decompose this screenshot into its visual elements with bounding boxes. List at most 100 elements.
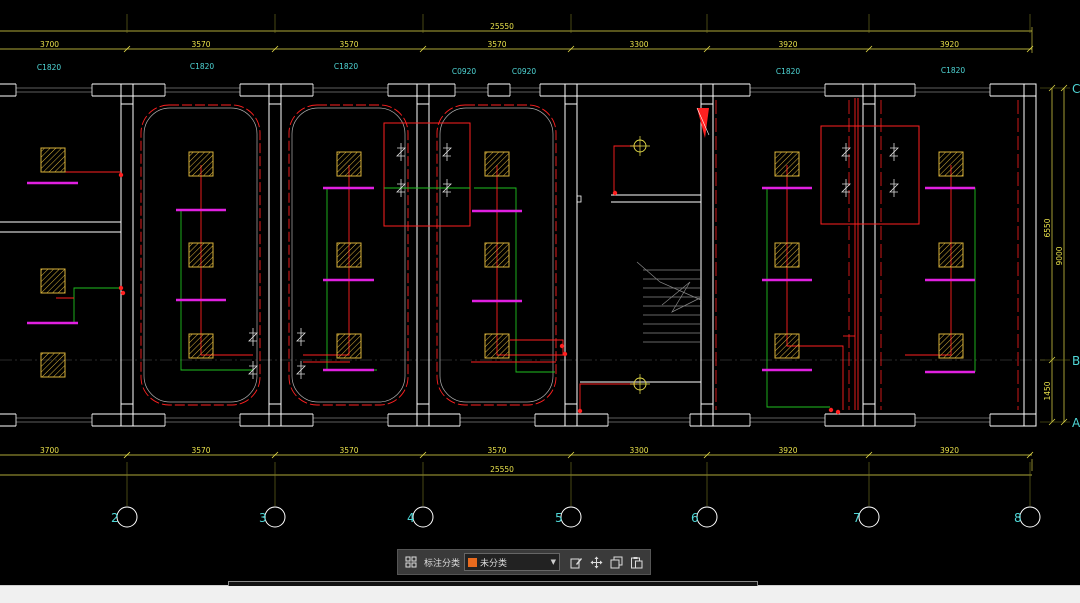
window-opening <box>915 413 990 427</box>
right-dimension-label: 1450 <box>1043 381 1052 400</box>
valve-symbol <box>296 332 306 342</box>
structural-column <box>268 403 282 427</box>
drain-pipe <box>496 165 564 356</box>
category-select[interactable]: 未分类 ▼ <box>464 553 561 571</box>
bay-dimension-label: 3300 <box>629 446 648 455</box>
bay-dimension-label: 3920 <box>778 446 797 455</box>
structural-column <box>416 83 430 105</box>
window-opening <box>750 83 825 97</box>
axis-bubble <box>560 506 582 528</box>
bay-dimension-label: 3920 <box>940 40 959 49</box>
outer-wall-right <box>1023 83 1037 427</box>
axis-bubble-label: 2 <box>111 511 119 525</box>
dim-tick <box>1060 84 1068 92</box>
pipe-endpoint <box>118 172 124 178</box>
annotation-toolbar: 标注分类 未分类 ▼ <box>397 549 651 575</box>
fixture-hatched <box>188 151 214 177</box>
bottom-status-strip <box>0 581 1080 603</box>
axis-bubble <box>696 506 718 528</box>
window-opening <box>165 413 240 427</box>
structural-column <box>416 403 430 427</box>
drain-pipe <box>579 383 637 410</box>
fixture-hatched <box>774 333 800 359</box>
layout-tab-edge <box>228 581 758 586</box>
room-inner-outline <box>439 107 554 403</box>
dim-tick <box>1026 451 1034 459</box>
bay-dimension-label: 3300 <box>629 40 648 49</box>
structural-column <box>862 403 876 427</box>
chevron-down-icon: ▼ <box>550 558 557 566</box>
structural-column <box>862 83 876 105</box>
paste-icon[interactable] <box>626 552 646 572</box>
category-select-value: 未分类 <box>480 558 508 569</box>
axis-bubble <box>412 506 434 528</box>
edit-icon[interactable] <box>566 552 586 572</box>
axis-bubble-label: 4 <box>407 511 415 525</box>
valve-symbol <box>889 183 899 193</box>
window-opening <box>915 83 990 97</box>
dim-tick <box>1060 418 1068 426</box>
axis-bubble-label: 8 <box>1014 511 1022 525</box>
valve-symbol <box>442 183 452 193</box>
valve-symbol <box>296 365 306 375</box>
red-marker-line <box>696 107 710 136</box>
fixture-hatched <box>484 242 510 268</box>
row-axis-label: B <box>1072 354 1080 368</box>
dimension-lines <box>0 14 1070 506</box>
bay-dimension-label: 3920 <box>778 40 797 49</box>
axis-bubble <box>116 506 138 528</box>
window-tag: C0920 <box>512 67 537 76</box>
bay-dimension-label: 3570 <box>487 40 506 49</box>
bay-dimension-label: 3570 <box>191 40 210 49</box>
window-opening <box>313 83 388 97</box>
structural-column <box>700 83 714 105</box>
grid-icon[interactable] <box>401 552 421 572</box>
fixture-hatched <box>336 242 362 268</box>
stair-break <box>661 281 701 313</box>
window-tag: C1820 <box>37 63 62 72</box>
window-tag: C0920 <box>452 67 477 76</box>
valve-symbol <box>442 147 452 157</box>
window-tag: C1820 <box>941 66 966 75</box>
move-icon[interactable] <box>586 552 606 572</box>
bay-dimension-label: 3570 <box>339 446 358 455</box>
room-boundary <box>436 104 557 406</box>
bay-dimension-label: 3570 <box>191 446 210 455</box>
room-boundary <box>140 104 261 406</box>
bay-dimension-label: 3920 <box>940 446 959 455</box>
valve-symbol <box>841 183 851 193</box>
fixture-hatched <box>774 151 800 177</box>
structural-column <box>700 403 714 427</box>
dim-tick <box>419 45 427 53</box>
red-marker <box>697 108 709 138</box>
valve-symbol <box>889 147 899 157</box>
drain-pipe <box>613 145 640 193</box>
bay-dimension-label: 3700 <box>40 40 59 49</box>
dim-tick <box>703 45 711 53</box>
pipe-endpoint <box>612 190 618 196</box>
pipe-endpoint <box>577 408 583 414</box>
window-opening <box>608 413 690 427</box>
dim-tick <box>123 451 131 459</box>
structural-column <box>120 83 134 105</box>
drain-pipe <box>786 165 844 410</box>
rooms <box>140 100 1019 410</box>
window-opening <box>313 413 388 427</box>
right-dimension-label: 9000 <box>1055 246 1064 265</box>
right-dimension-label: 6550 <box>1043 218 1052 237</box>
fixture-hatched <box>188 333 214 359</box>
walls <box>0 83 1037 427</box>
pipe-endpoint <box>118 285 124 291</box>
fixture-hatched <box>484 333 510 359</box>
pipe-endpoint <box>835 409 841 415</box>
fixture-hatched <box>336 151 362 177</box>
copy-icon[interactable] <box>606 552 626 572</box>
structural-column <box>564 403 578 427</box>
axis-bubble <box>1019 506 1041 528</box>
fixture-hatched <box>40 268 66 294</box>
valve-symbol <box>248 365 258 375</box>
bay-dimension-label: 3700 <box>40 446 59 455</box>
